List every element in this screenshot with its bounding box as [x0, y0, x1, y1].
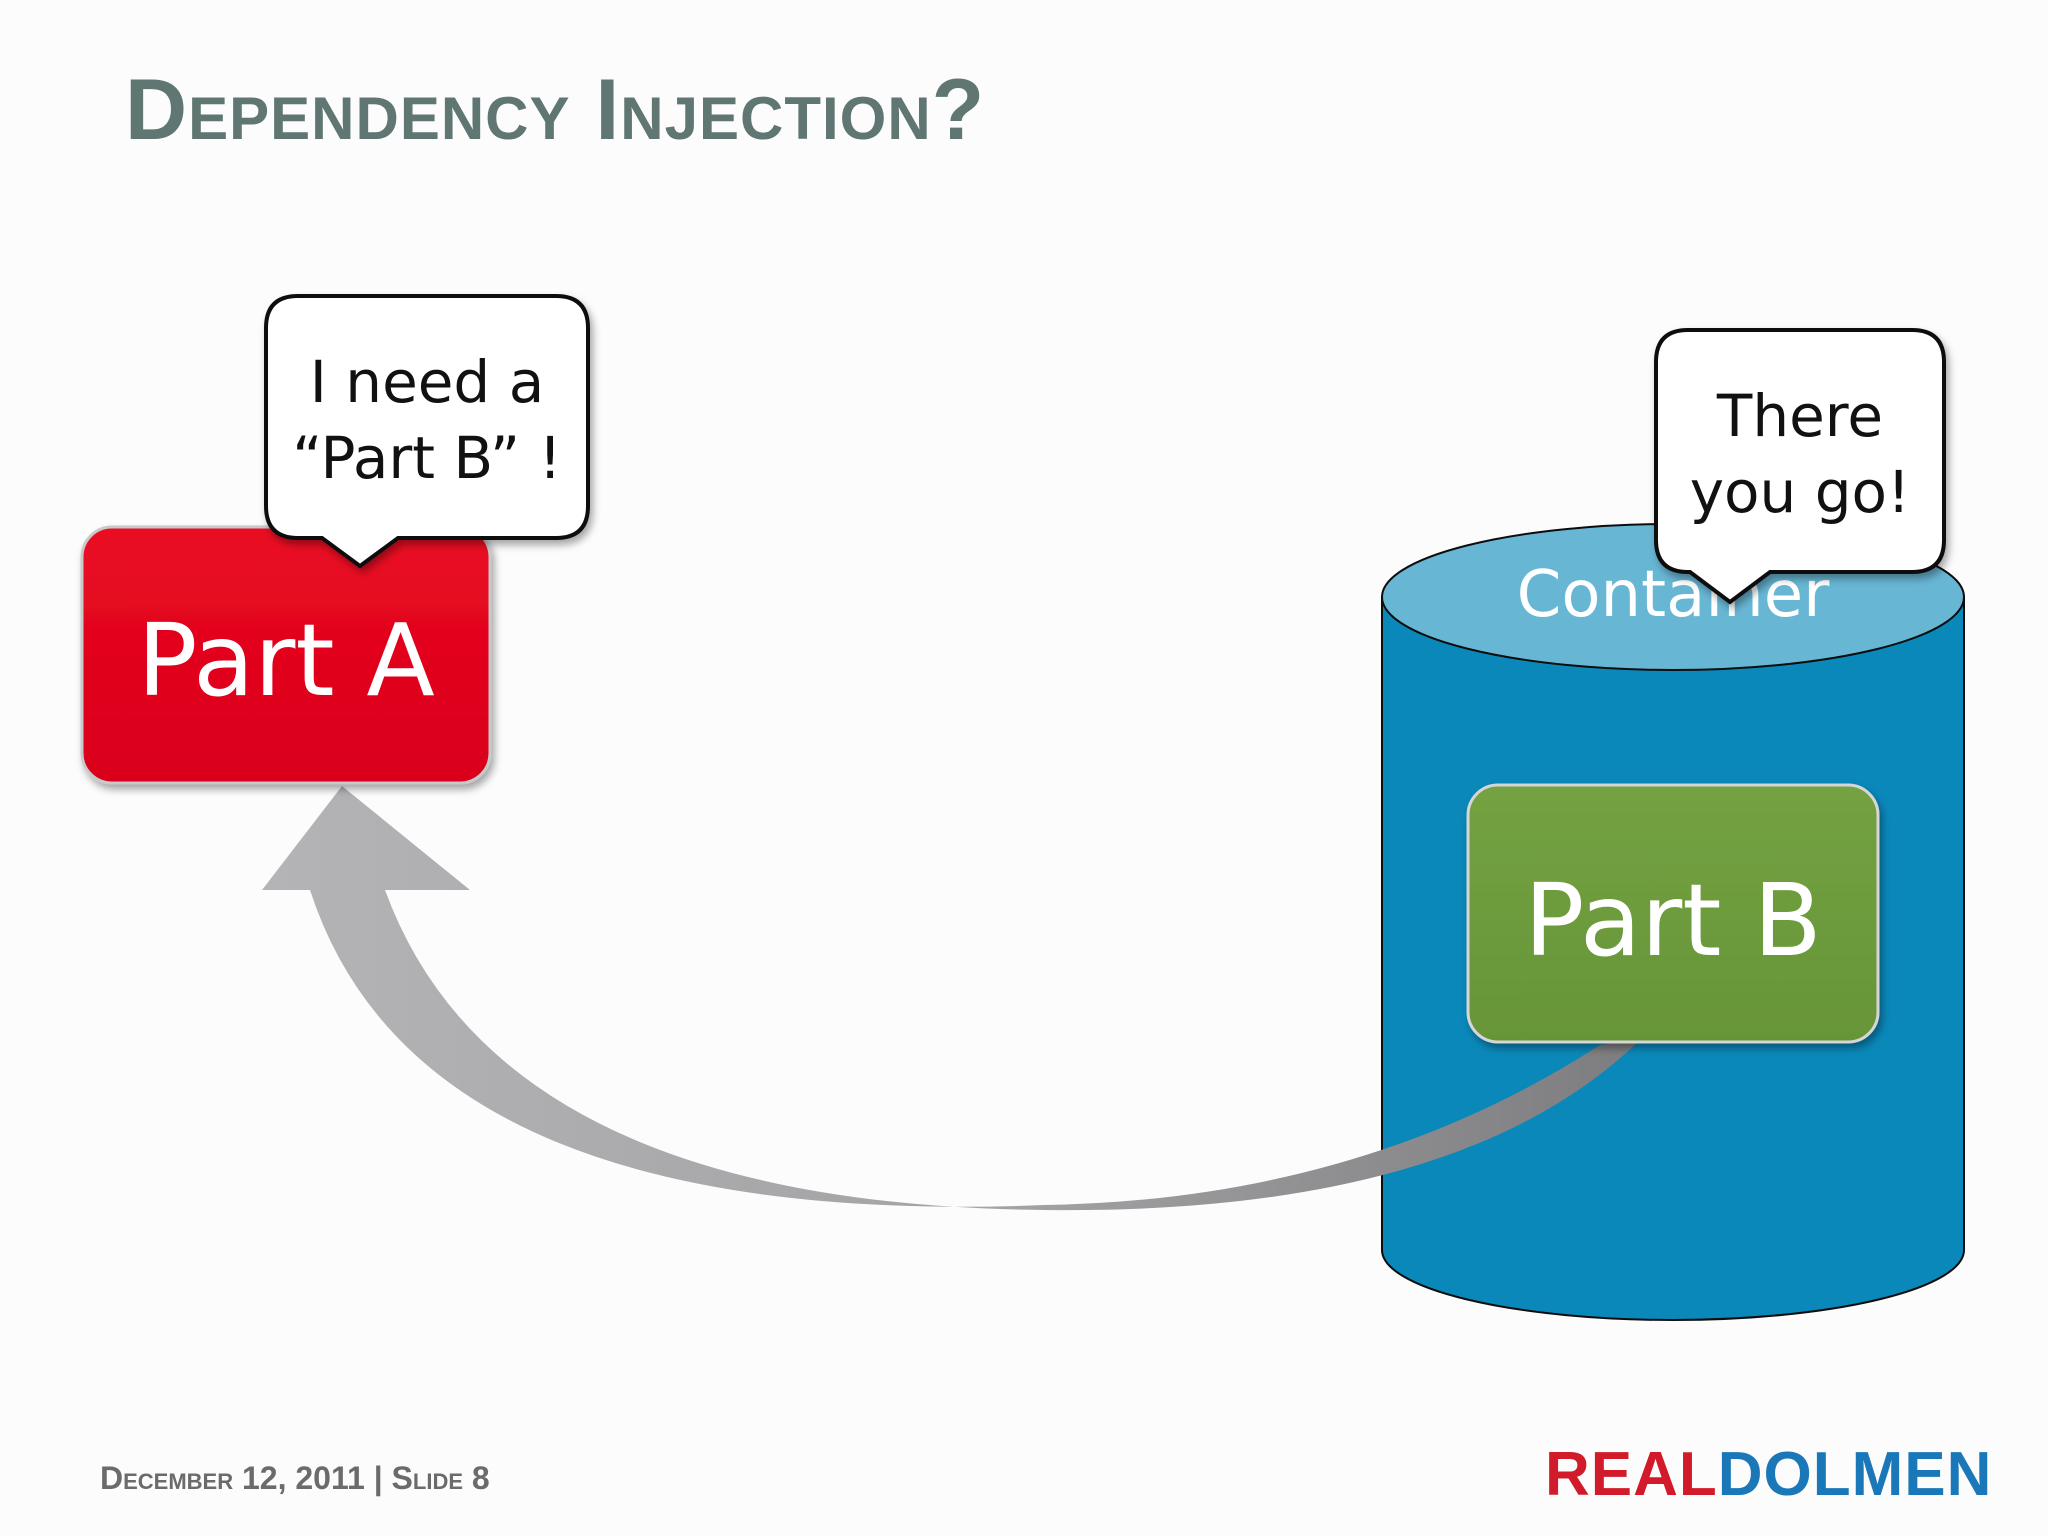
- bubble-left-line2: “Part B” !: [292, 424, 562, 492]
- footer-date: December 12, 2011: [100, 1460, 365, 1496]
- speech-bubble-left: I need a “Part B” !: [264, 294, 590, 569]
- bubble-right-line1: There: [1716, 382, 1883, 450]
- footer-separator: |: [373, 1460, 383, 1496]
- part-a-box: Part A: [80, 525, 492, 785]
- slide-title: Dependency Injection?: [125, 62, 986, 158]
- part-b-label: Part B: [1524, 862, 1822, 979]
- logo-real: REAL: [1545, 1440, 1718, 1509]
- bubble-left-line1: I need a: [310, 348, 544, 416]
- slide-footer: December 12, 2011 | Slide 8: [100, 1460, 490, 1497]
- footer-slide-number: Slide 8: [391, 1460, 490, 1496]
- speech-bubble-right: There you go!: [1654, 328, 1946, 605]
- logo-dolmen: DOLMEN: [1717, 1440, 1993, 1509]
- part-b-box: Part B: [1466, 783, 1880, 1044]
- bubble-right-line2: you go!: [1690, 458, 1911, 526]
- part-a-label: Part A: [137, 602, 435, 719]
- realdolmen-logo: REALDOLMEN: [1545, 1440, 1992, 1510]
